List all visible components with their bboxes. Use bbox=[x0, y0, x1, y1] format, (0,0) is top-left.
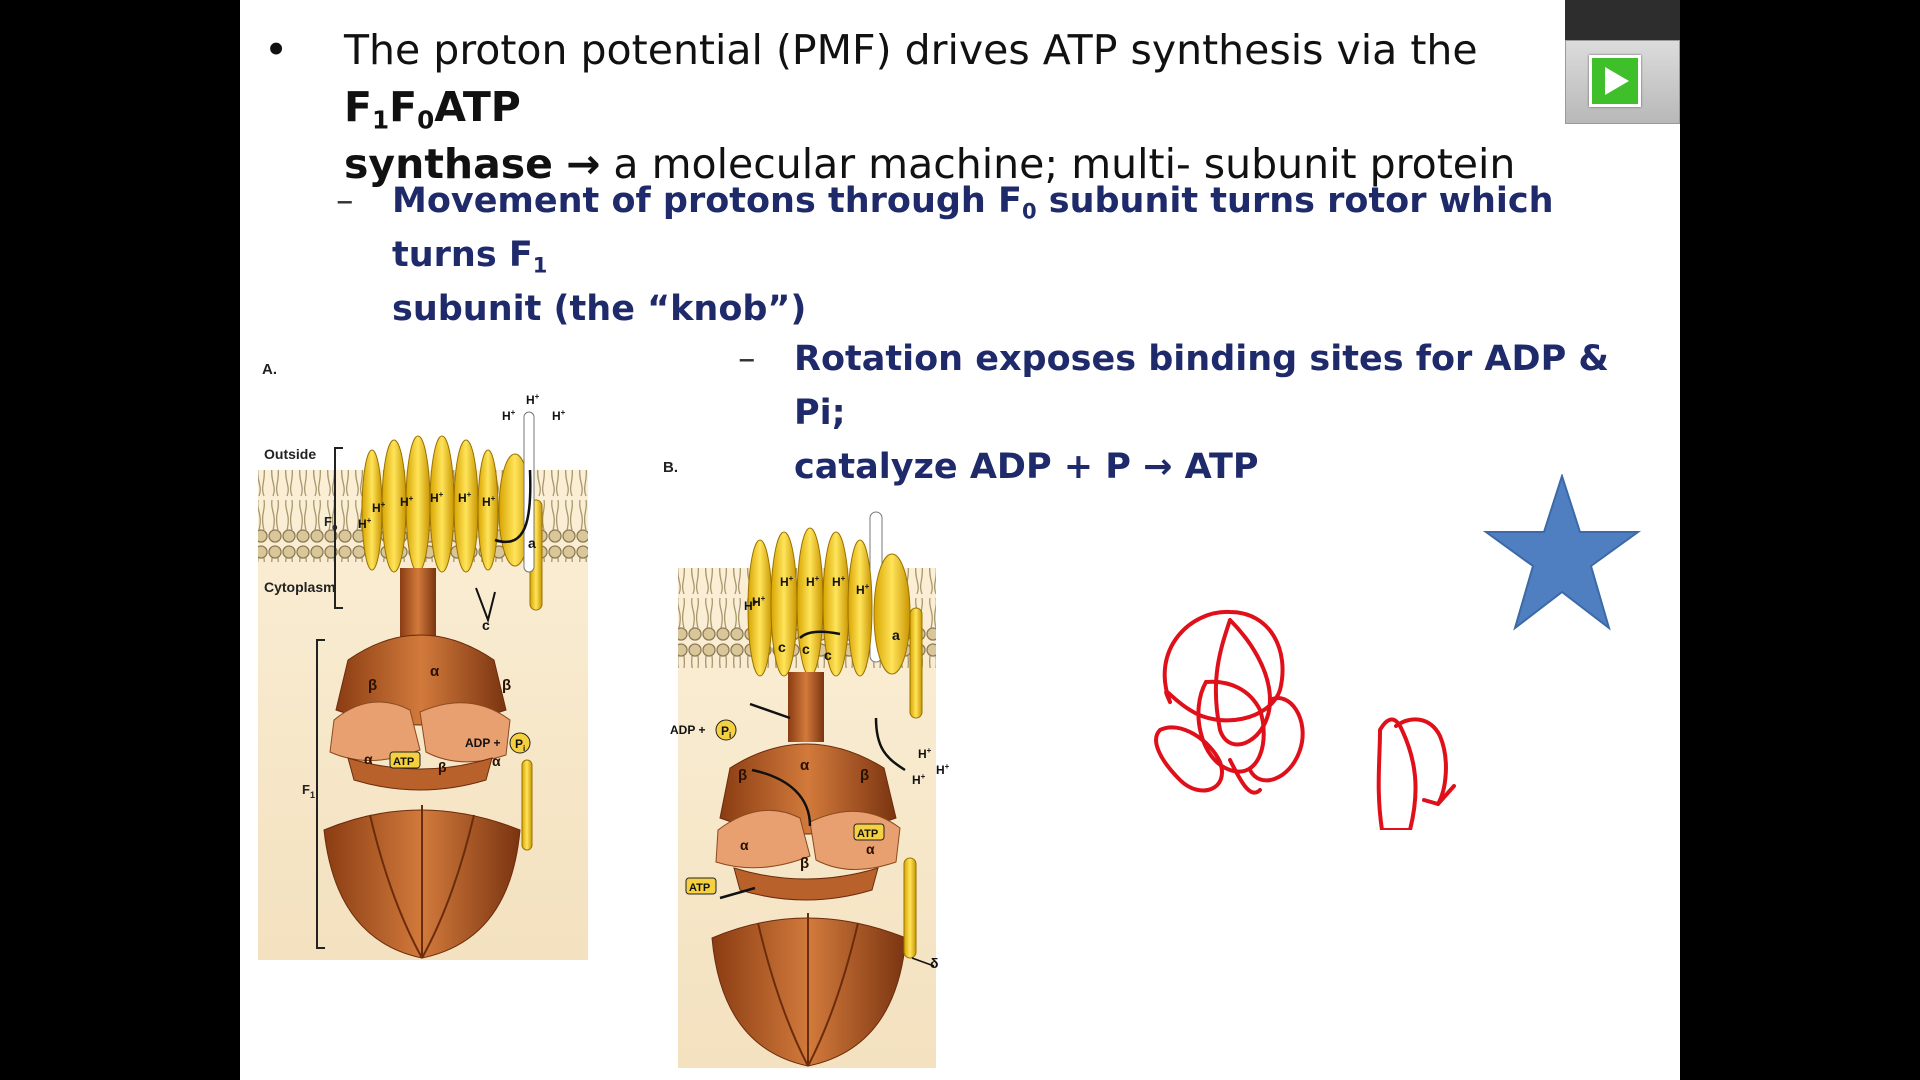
arrow-icon: → bbox=[566, 140, 601, 188]
proton-label: H+ bbox=[918, 746, 932, 761]
proton-label: H+ bbox=[780, 574, 794, 589]
f1-subscript-2: 1 bbox=[532, 253, 548, 278]
subunit-c-label: c bbox=[482, 617, 490, 633]
proton-label: H+ bbox=[400, 494, 414, 509]
alpha-label: α bbox=[430, 663, 440, 680]
proton-label: H+ bbox=[832, 574, 846, 589]
subunit-c-label: c bbox=[802, 641, 810, 657]
alpha-label: α bbox=[492, 753, 501, 769]
beta-label: β bbox=[368, 677, 377, 694]
movement-text-2: subunit turns rotor which turns F bbox=[392, 181, 1554, 275]
proton-label: H+ bbox=[458, 490, 472, 505]
atp-synthase-figure-a: A. Outside Cytoplasm Fo F1 H+ H+ H+ H+ H… bbox=[258, 361, 588, 960]
subunit-c-label: c bbox=[778, 639, 786, 655]
f0-label: Fo bbox=[324, 514, 338, 532]
proton-label: H+ bbox=[806, 574, 820, 589]
atp-synthase-figure-b: B. bbox=[663, 459, 678, 476]
beta-label: β bbox=[800, 855, 809, 872]
proton-label: H+ bbox=[856, 582, 870, 597]
beta-label: β bbox=[502, 677, 511, 694]
cytoplasm-label: Cytoplasm bbox=[264, 579, 336, 595]
proton-label: H+ bbox=[502, 408, 516, 423]
atp-label: ATP bbox=[857, 828, 878, 840]
dash-marker: – bbox=[336, 181, 354, 221]
atp-label: ATP bbox=[689, 882, 710, 894]
proton-label: H+ bbox=[482, 494, 496, 509]
adp-label: ADP + bbox=[670, 723, 705, 737]
f1-label: F1 bbox=[302, 782, 315, 800]
bullet-marker: • bbox=[264, 26, 289, 74]
pi-label: Pi bbox=[515, 737, 525, 753]
alpha-label: α bbox=[800, 757, 810, 774]
subunit-c-label: c bbox=[824, 647, 832, 663]
rotation-text-2: catalyze ADP + P bbox=[794, 447, 1144, 487]
subunit-a-label: a bbox=[528, 535, 536, 551]
f0-subscript-2: 0 bbox=[1021, 199, 1037, 224]
atp-label: ATP bbox=[393, 756, 414, 768]
beta-label: β bbox=[860, 767, 869, 784]
arrow-icon-2: → bbox=[1143, 447, 1173, 487]
f-label: F bbox=[344, 83, 373, 131]
proton-label: H+ bbox=[752, 594, 766, 609]
panel-b-label: B. bbox=[663, 459, 678, 476]
slide: • The proton potential (PMF) drives ATP … bbox=[240, 0, 1680, 1080]
panel-a-label: A. bbox=[262, 361, 277, 378]
pi-label: Pi bbox=[721, 724, 731, 740]
proton-label: H+ bbox=[358, 516, 372, 531]
rotation-text-1: Rotation exposes binding sites for ADP &… bbox=[794, 339, 1609, 433]
rotation-text: Rotation exposes binding sites for ADP &… bbox=[794, 332, 1618, 494]
play-icon bbox=[1589, 55, 1641, 107]
outside-label: Outside bbox=[264, 446, 316, 462]
atp-word: ATP bbox=[434, 83, 521, 131]
star-shape[interactable] bbox=[1482, 474, 1642, 634]
delta-label: δ bbox=[930, 955, 939, 971]
movement-text-3: subunit (the “knob”) bbox=[392, 289, 807, 329]
dash-marker-2: – bbox=[738, 339, 756, 379]
proton-label: H+ bbox=[552, 408, 566, 423]
adp-label: ADP + bbox=[465, 736, 500, 750]
f1-subscript: 1 bbox=[372, 105, 390, 135]
beta-label: β bbox=[738, 767, 747, 784]
beta-label: β bbox=[438, 759, 447, 775]
main-bullet-intro: The proton potential (PMF) drives ATP sy… bbox=[344, 26, 1478, 74]
proton-label: H+ bbox=[936, 762, 950, 777]
proton-label: H+ bbox=[526, 392, 540, 407]
play-button[interactable] bbox=[1565, 0, 1680, 124]
f0-subscript: 0 bbox=[417, 105, 435, 135]
main-bullet-tail: a molecular machine; multi- subunit prot… bbox=[600, 140, 1516, 188]
proton-label: H+ bbox=[744, 598, 758, 613]
proton-label: H+ bbox=[430, 490, 444, 505]
figure-b-drawing: H+ H+ H+ H+ H+ H+ H+ H+ H+ a c c c α β β… bbox=[670, 511, 950, 1068]
proton-label: H+ bbox=[372, 500, 386, 515]
alpha-label: α bbox=[866, 841, 875, 857]
sub-bullet-text: Movement of protons through F0 subunit t… bbox=[392, 174, 1646, 336]
subunit-a-label: a bbox=[892, 627, 900, 643]
alpha-label: α bbox=[364, 751, 373, 767]
main-bullet-text: The proton potential (PMF) drives ATP sy… bbox=[344, 22, 1594, 193]
synthase-word: synthase bbox=[344, 140, 553, 188]
movement-text-1: Movement of protons through F bbox=[392, 181, 1022, 221]
alpha-label: α bbox=[740, 837, 749, 853]
proton-label: H+ bbox=[912, 772, 926, 787]
rotation-text-3: ATP bbox=[1172, 447, 1259, 487]
f-label-2: F bbox=[389, 83, 418, 131]
annotation-ink bbox=[1154, 609, 1456, 830]
play-button-header bbox=[1565, 0, 1680, 40]
